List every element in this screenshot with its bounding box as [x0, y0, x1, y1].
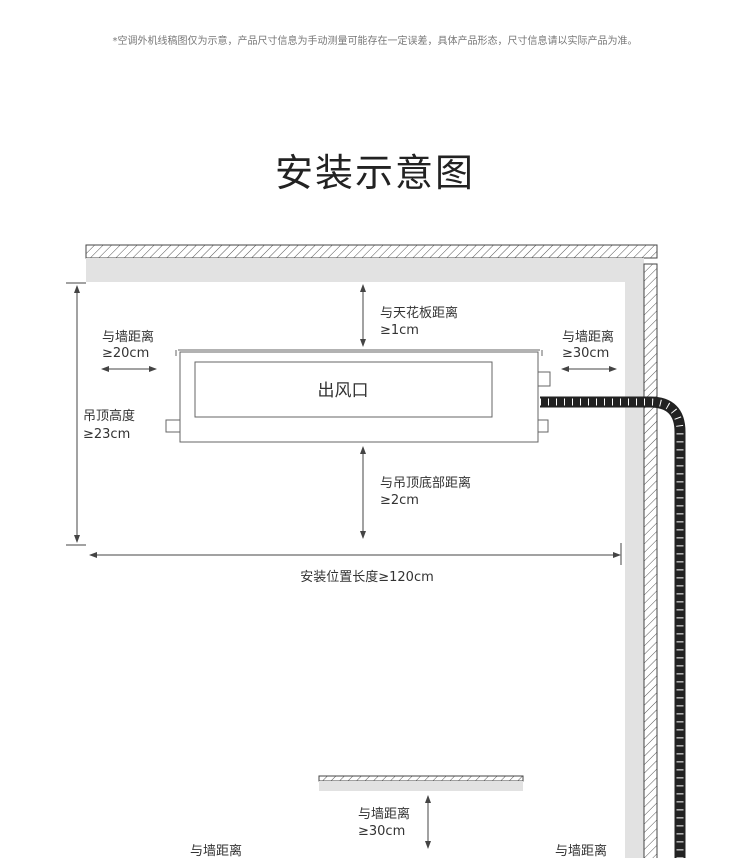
page-title: 安装示意图	[274, 151, 475, 195]
left-wall-label: 与墙距离	[102, 329, 154, 345]
top-wall-slab	[318, 775, 524, 782]
right-wall-label-2: 与墙距离	[555, 843, 607, 858]
air-outlet	[194, 361, 493, 418]
left-wall-value: ≥20cm	[102, 346, 149, 361]
ceiling-gap-value: ≥1cm	[380, 323, 419, 338]
top-wall-value: ≥30cm	[358, 824, 405, 839]
right-wall-label: 与墙距离	[562, 329, 614, 345]
indoor-unit: 出风口	[165, 349, 551, 443]
ceiling-gap-label: 与天花板距离	[380, 305, 458, 321]
ceiling-slab	[85, 244, 658, 259]
top-wall-label: 与墙距离	[358, 806, 410, 822]
ceiling-height-value: ≥23cm	[83, 427, 130, 442]
bottom-gap-value: ≥2cm	[380, 493, 419, 508]
drain-pipe	[540, 396, 686, 858]
length-label: 安装位置长度≥120cm	[300, 569, 434, 585]
right-wall	[643, 263, 658, 858]
wall-gap	[625, 258, 644, 858]
ceiling-gap	[86, 258, 644, 282]
left-wall-label-2: 与墙距离	[190, 843, 242, 858]
ceiling-height-label: 吊顶高度	[83, 408, 135, 424]
outlet-label: 出风口	[318, 381, 369, 401]
bottom-gap-label: 与吊顶底部距离	[380, 475, 471, 491]
disclaimer-note: *空调外机线稿图仅为示意，产品尺寸信息为手动测量可能存在一定误差，具体产品形态，…	[112, 36, 638, 47]
right-wall-value: ≥30cm	[562, 346, 609, 361]
